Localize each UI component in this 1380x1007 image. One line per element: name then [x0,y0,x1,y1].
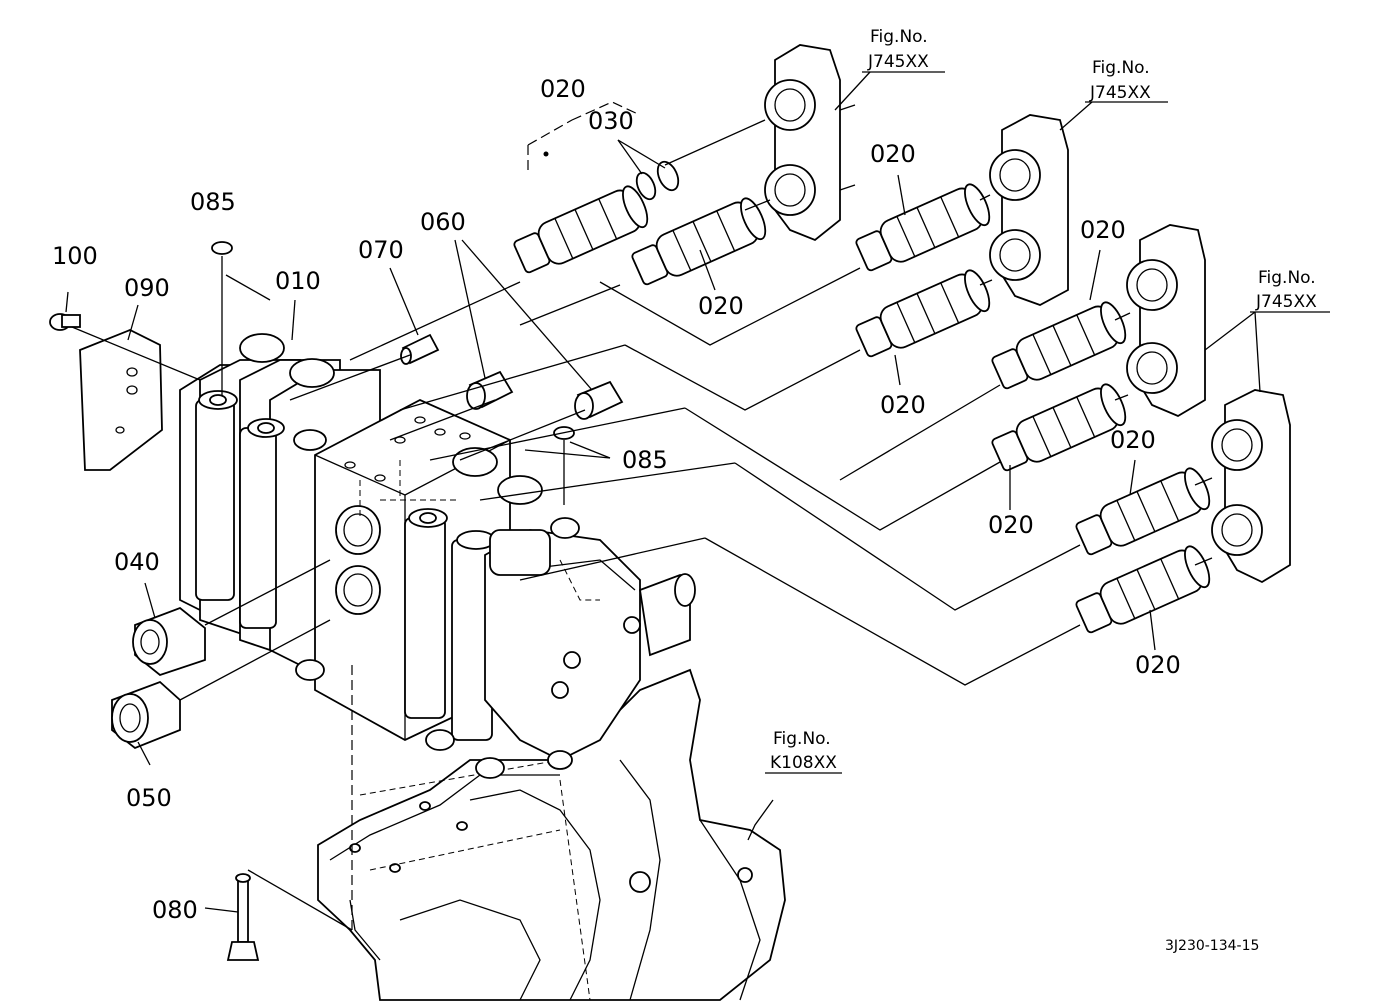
coupler-4 [855,269,991,358]
coupler-8 [1075,545,1211,634]
bracket-plate [79,329,163,471]
nut-040 [132,606,206,677]
fig-ref-2-label: Fig.No. [1092,58,1150,78]
fig-ref-4-label: Fig.No. [773,729,831,749]
fig-ref-3-label: Fig.No. [1258,268,1316,288]
coupler-1 [513,185,649,274]
coupler-3 [855,183,991,272]
label-070: 070 [358,236,404,264]
label-020-d: 020 [1080,216,1126,244]
label-020-e: 020 [988,511,1034,539]
coupler-5 [991,301,1127,390]
label-020-c: 020 [880,391,926,419]
outlet-body-2 [989,114,1069,306]
part-number-labels: 085 100 090 010 070 060 020 030 020 020 … [52,75,1181,924]
coupler-row [513,183,1211,634]
coupler-2 [631,197,767,286]
label-030: 030 [588,107,634,135]
label-060: 060 [420,208,466,236]
fig-ref-4-number: K108XX [770,753,837,773]
label-080: 080 [152,896,198,924]
label-010: 010 [275,267,321,295]
figure-reference-labels: Fig.No. J745XX Fig.No. J745XX Fig.No. J7… [765,27,1330,774]
leader-lines [65,71,1261,913]
fitting-060-a [466,370,514,410]
o-rings-030 [635,160,680,201]
outlet-body-3 [1126,224,1206,418]
coupler-7 [1075,467,1211,556]
control-valve-assembly [179,333,696,779]
fitting-070 [400,333,440,365]
label-050: 050 [126,784,172,812]
assembly-lines [71,119,1213,931]
bolt-080 [226,873,260,961]
label-085-right: 085 [622,446,668,474]
fitting-060-b [574,380,624,420]
bolt-100 [49,313,81,331]
label-090: 090 [124,274,170,302]
diagram-code: 3J230-134-15 [1165,938,1259,954]
label-020-a: 020 [698,292,744,320]
label-020-g: 020 [1135,651,1181,679]
coupler-6 [991,383,1127,472]
mounting-frame [317,668,786,1001]
plug-085-top [211,241,233,255]
label-085-top: 085 [190,188,236,216]
label-020-f: 020 [1110,426,1156,454]
label-100: 100 [52,242,98,270]
fig-ref-2-number: J745XX [1089,83,1151,103]
label-020-top: 020 [540,75,586,103]
outlet-body-4 [1211,389,1291,584]
nut-050 [111,680,181,750]
outlet-body-1 [764,44,856,242]
label-020-b: 020 [870,140,916,168]
fig-ref-1-number: J745XX [867,52,929,72]
fig-ref-1-label: Fig.No. [870,27,928,47]
label-040: 040 [114,548,160,576]
fig-ref-3-number: J745XX [1255,292,1317,312]
